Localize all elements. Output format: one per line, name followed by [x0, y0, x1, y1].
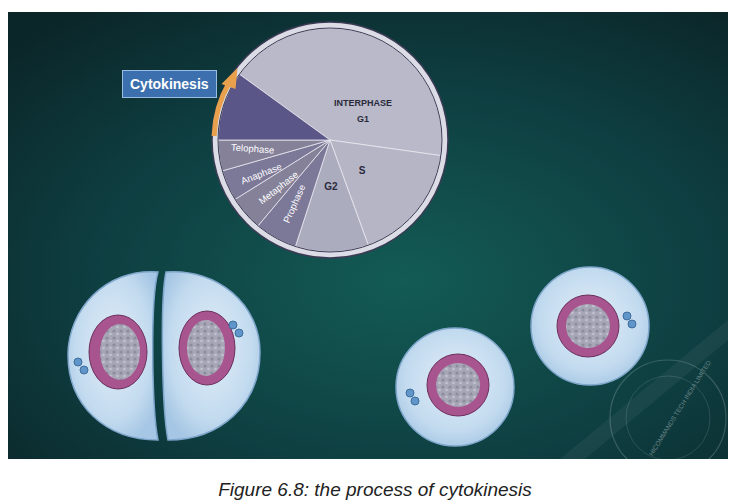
- watermark-seal: [610, 360, 726, 476]
- figure-caption: Figure 6.8: the process of cytokinesis: [218, 480, 532, 499]
- phase-name: S: [359, 166, 366, 176]
- watermark-seal: [626, 376, 710, 460]
- background: [8, 12, 728, 459]
- cell-cycle-pie: [212, 22, 448, 258]
- arrow-head: [222, 68, 238, 89]
- phase-name: G2: [324, 182, 337, 192]
- daughter-cell: [531, 267, 649, 385]
- phase-label: Cytokinesis: [130, 76, 209, 92]
- phase-label-box: Cytokinesis: [122, 70, 217, 98]
- phase-name: G1: [357, 115, 369, 124]
- pie-rim: [212, 22, 448, 258]
- phase-name: INTERPHASE: [334, 99, 392, 108]
- dividing-cell: [68, 272, 260, 440]
- pie-outline: [218, 28, 442, 252]
- daughter-cell: [396, 328, 514, 446]
